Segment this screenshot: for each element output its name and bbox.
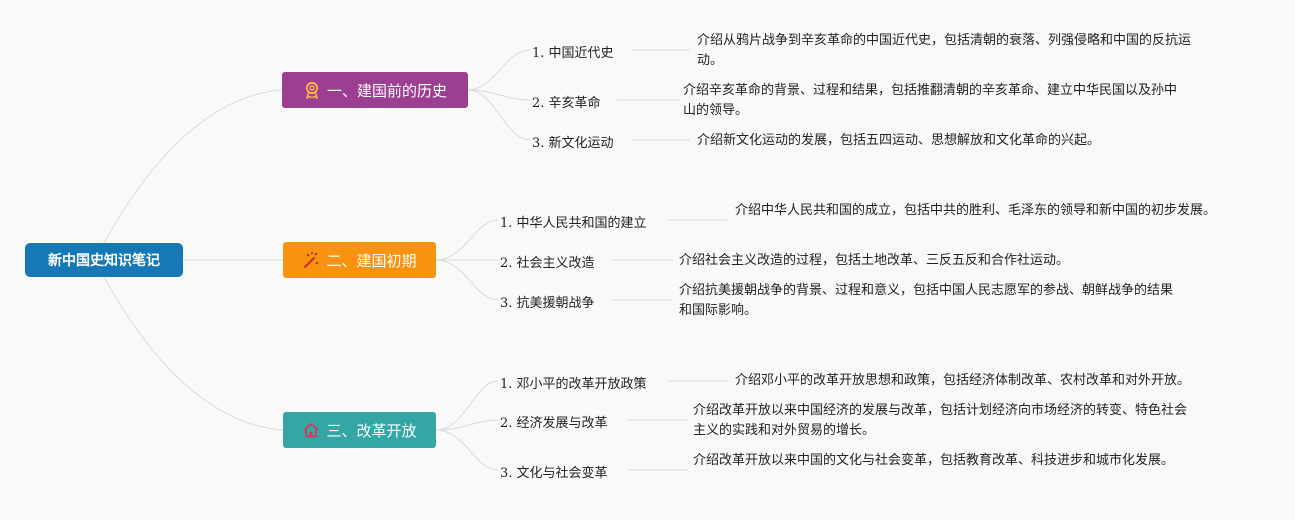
magic-wand-icon — [304, 252, 319, 268]
topic-description: 介绍改革开放以来中国的文化与社会变革，包括教育改革、科技进步和城市化发展。 — [693, 453, 1175, 468]
topic-node[interactable]: 2. 社会主义改造 — [500, 256, 595, 271]
topic-node[interactable]: 3. 抗美援朝战争 — [500, 296, 595, 311]
topic-node[interactable]: 2. 经济发展与改革 — [500, 416, 608, 431]
topic-node[interactable]: 1. 中国近代史 — [532, 46, 614, 61]
link-b3-t2 — [435, 419, 499, 431]
link-b2-t1 — [435, 219, 499, 261]
topic-description: 介绍从鸦片战争到辛亥革命的中国近代史，包括清朝的衰落、列强侵略和中国的反抗运动。 — [697, 33, 1192, 68]
root-node[interactable]: 新中国史知识笔记 — [25, 243, 183, 277]
topic-description: 介绍新文化运动的发展，包括五四运动、思想解放和文化革命的兴起。 — [697, 133, 1101, 148]
award-ribbon-icon — [305, 81, 319, 99]
branch-node-2[interactable]: 二、建国初期 — [283, 242, 436, 278]
topic-description: 介绍邓小平的改革开放思想和政策，包括经济体制改革、农村改革和对外开放。 — [735, 373, 1191, 388]
topic-node[interactable]: 1. 邓小平的改革开放政策 — [500, 377, 647, 392]
house-icon — [303, 423, 320, 438]
branch-node-3[interactable]: 三、改革开放 — [283, 412, 436, 448]
branch-label: 一、建国前的历史 — [326, 81, 447, 100]
root-label: 新中国史知识笔记 — [48, 253, 160, 269]
topic-node[interactable]: 2. 辛亥革命 — [532, 96, 601, 111]
link-b1-t1 — [467, 49, 531, 91]
link-root-branch-3 — [103, 276, 284, 431]
topic-node[interactable]: 1. 中华人民共和国的建立 — [500, 216, 647, 231]
topic-description: 介绍抗美援朝战争的背景、过程和意义，包括中国人民志愿军的参战、朝鲜战争的结果和国… — [679, 283, 1174, 318]
topic-description: 介绍中华人民共和国的成立，包括中共的胜利、毛泽东的领导和新中国的初步发展。 — [735, 203, 1217, 218]
link-b1-t3 — [467, 89, 531, 141]
topic-description: 介绍改革开放以来中国经济的发展与改革，包括计划经济向市场经济的转变、特色社会主义… — [693, 403, 1188, 438]
topic-description: 介绍辛亥革命的背景、过程和结果，包括推翻清朝的辛亥革命、建立中华民国以及孙中山的… — [683, 83, 1178, 118]
topic-node[interactable]: 3. 新文化运动 — [532, 136, 614, 151]
branch-label: 三、改革开放 — [326, 421, 417, 440]
link-b3-t3 — [435, 429, 499, 471]
link-b2-t3 — [435, 259, 499, 301]
topic-description: 介绍社会主义改造的过程，包括土地改革、三反五反和合作社运动。 — [679, 253, 1070, 268]
link-b3-t1 — [435, 380, 499, 431]
link-root-branch-1 — [103, 89, 283, 244]
branch-node-1[interactable]: 一、建国前的历史 — [282, 72, 468, 108]
link-b1-t2 — [467, 89, 531, 101]
branch-label: 二、建国初期 — [326, 251, 417, 270]
topic-node[interactable]: 3. 文化与社会变革 — [500, 466, 608, 481]
